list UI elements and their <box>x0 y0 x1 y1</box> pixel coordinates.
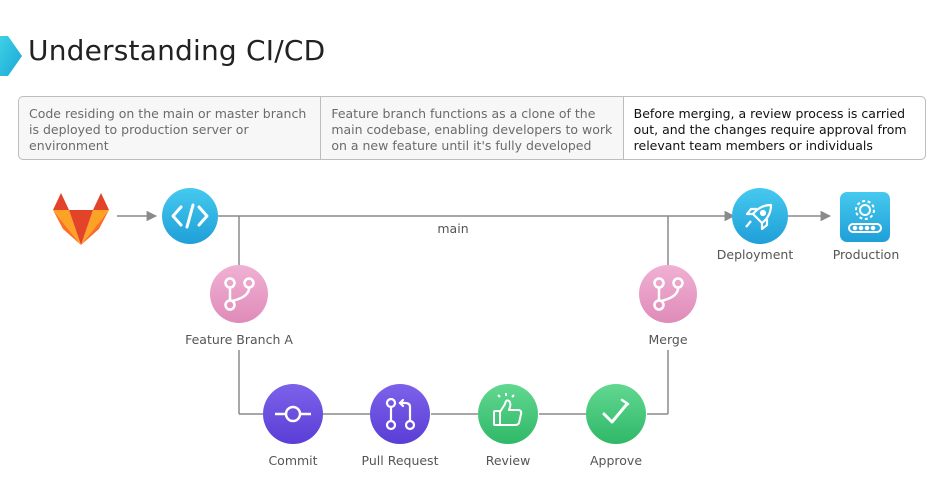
checkmark-icon <box>602 398 630 424</box>
pull-request-icon <box>385 397 416 431</box>
commit-label: Commit <box>268 453 318 468</box>
pull-request-label: Pull Request <box>361 453 439 468</box>
feature-branch-node <box>210 265 268 323</box>
code-node <box>162 188 218 244</box>
approve-node <box>586 384 646 444</box>
brand-chevron-icon <box>0 36 22 76</box>
main-branch-label: main <box>437 221 469 236</box>
production-label: Production <box>832 247 900 262</box>
code-brackets-icon <box>171 203 209 229</box>
gear-server-icon <box>848 200 882 233</box>
deployment-label: Deployment <box>716 247 794 262</box>
review-label: Review <box>485 453 531 468</box>
connector-lines <box>117 210 832 415</box>
git-commit-icon <box>275 405 311 423</box>
deployment-node <box>732 188 788 244</box>
approve-label: Approve <box>589 453 643 468</box>
git-merge-icon <box>653 277 684 311</box>
feature-branch-label: Feature Branch A <box>185 332 293 347</box>
info-cell-review: Before merging, a review process is carr… <box>622 97 925 159</box>
page-title: Understanding CI/CD <box>28 34 326 67</box>
rocket-icon <box>745 203 773 231</box>
info-cell-feature-branch: Feature branch functions as a clone of t… <box>320 97 622 159</box>
review-node <box>478 384 538 444</box>
commit-node <box>263 384 323 444</box>
git-branch-icon <box>224 277 255 311</box>
pull-request-node <box>370 384 430 444</box>
info-panel: Code residing on the main or master bran… <box>18 96 926 160</box>
gitlab-fox-icon <box>53 193 109 245</box>
merge-node <box>639 265 697 323</box>
info-cell-main-branch: Code residing on the main or master bran… <box>29 106 307 153</box>
thumbs-up-icon <box>493 393 523 426</box>
production-node <box>840 192 890 242</box>
merge-label: Merge <box>648 332 688 347</box>
